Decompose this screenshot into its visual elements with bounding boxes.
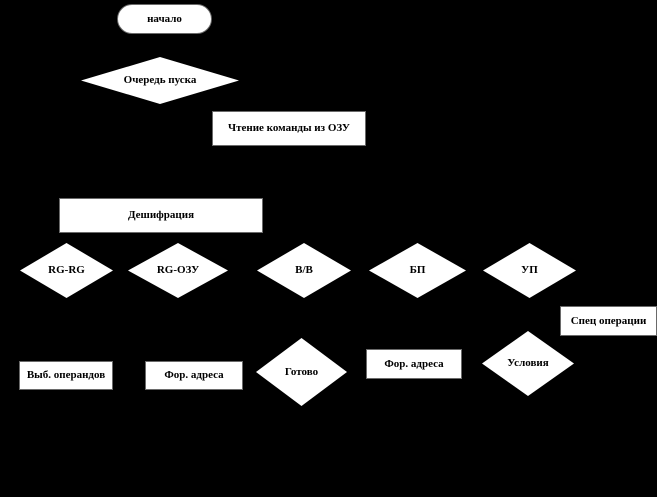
flowchart-node-select-operands: Выб. операндов xyxy=(19,361,113,390)
flowchart-node-special-operations: Спец операции xyxy=(560,306,657,336)
node-label: БП xyxy=(409,264,426,277)
flowchart-node-up-decision: УП xyxy=(483,243,576,298)
flowchart-node-form-address-2: Фор. адреса xyxy=(366,349,462,379)
node-label: В/В xyxy=(295,264,313,277)
node-label: RG-RG xyxy=(48,264,85,277)
node-label: Фор. адреса xyxy=(384,357,444,370)
flowchart-node-decode: Дешифрация xyxy=(59,198,263,233)
node-label: Выб. операндов xyxy=(26,369,106,382)
node-label: Готово xyxy=(284,365,319,378)
node-label: Фор. адреса xyxy=(164,369,224,382)
flowchart-node-conditions-decision: Условия xyxy=(482,331,574,396)
flowchart-node-io-decision: В/В xyxy=(257,243,351,298)
node-label: Спец операции xyxy=(570,314,647,327)
flowchart-node-bp-decision: БП xyxy=(369,243,466,298)
flowchart-node-rg-ozu-decision: RG-ОЗУ xyxy=(128,243,228,298)
flowchart-node-read-command-from-ram: Чтение команды из ОЗУ xyxy=(212,111,366,146)
node-label: RG-ОЗУ xyxy=(156,264,200,277)
node-label: начало xyxy=(147,12,182,25)
node-label: Дешифрация xyxy=(127,209,195,222)
node-label: УП xyxy=(521,264,538,277)
node-label: Чтение команды из ОЗУ xyxy=(228,122,350,135)
flowchart-node-form-address-1: Фор. адреса xyxy=(145,361,243,390)
flowchart-node-launch-queue-decision: Очередь пуска xyxy=(81,57,239,104)
flowchart-node-start-terminator: начало xyxy=(117,4,212,34)
node-label: Условия xyxy=(507,357,549,370)
node-label: Очередь пуска xyxy=(123,74,197,87)
flowchart-node-rg-rg-decision: RG-RG xyxy=(20,243,113,298)
flowchart-node-ready-decision: Готово xyxy=(256,338,347,406)
